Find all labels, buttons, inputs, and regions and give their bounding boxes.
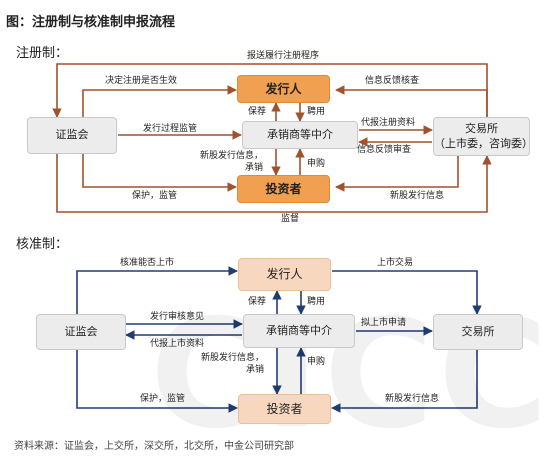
label-subscribe: 申购	[307, 159, 326, 169]
arrow-approve-listing	[76, 266, 238, 314]
registration-regulator-label: 证监会	[55, 128, 89, 142]
label-ipo-info-approval-line1: 新股发行信息，	[201, 353, 265, 363]
label-protect-approval: 保护，监管	[140, 394, 186, 404]
arrow-bottom-loop	[56, 154, 492, 213]
registration-investor-label: 投资者	[265, 181, 302, 196]
approval-issuer-label: 发行人	[266, 267, 303, 282]
registration-underwriter-node: 承销商等中介	[242, 121, 358, 149]
registration-issuer-node: 发行人	[237, 75, 330, 103]
arrow-ipo-info-exchange-approval	[331, 350, 478, 413]
label-top-loop: 报送履行注册程序	[247, 51, 320, 61]
approval-underwriter-node: 承销商等中介	[243, 314, 355, 348]
label-bottom-loop: 监督	[281, 214, 300, 224]
label-recommend-approval: 保荐	[248, 297, 267, 307]
arrow-protect-approval	[76, 350, 238, 413]
arrow-ipo-info-exchange	[335, 156, 459, 192]
approval-exchange-node: 交易所	[433, 314, 523, 350]
label-ipo-info-approval: 新股发行信息， 承销	[201, 353, 264, 376]
label-recommend: 保荐	[248, 107, 267, 117]
approval-regulator-node: 证监会	[36, 314, 126, 350]
registration-exchange-node: 交易所 （上市委，咨询委）	[433, 117, 533, 156]
label-ipo-info-exchange: 新股发行信息	[390, 191, 445, 201]
approval-underwriter-label: 承销商等中介	[266, 323, 332, 337]
label-submit-docs: 代报注册资料	[361, 118, 416, 128]
label-submit-listing-docs: 代报上市资料	[150, 339, 205, 349]
approval-investor-label: 投资者	[266, 401, 303, 416]
label-ipo-info-approval-line2: 承销	[246, 364, 265, 375]
label-ipo-info-line1: 新股发行信息，	[200, 151, 264, 161]
label-listing-trade: 上市交易	[377, 258, 414, 268]
label-review-opinion: 发行审核意见	[150, 312, 205, 322]
arrow-feedback-review	[335, 85, 488, 117]
label-ipo-info-exchange-approval: 新股发行信息	[385, 394, 440, 404]
registration-issuer-label: 发行人	[265, 81, 302, 96]
approval-investor-node: 投资者	[238, 394, 331, 424]
arrow-decide	[82, 85, 237, 117]
label-ipo-info-line2: 承销	[245, 162, 264, 173]
arrow-listing-trade	[332, 270, 482, 315]
approval-section-title: 核准制：	[16, 237, 69, 252]
registration-investor-node: 投资者	[237, 175, 330, 203]
source-note: 资料来源：证监会，上交所，深交所，北交所，中金公司研究部	[14, 441, 294, 452]
label-protect: 保护，监管	[132, 191, 178, 201]
registration-regulator-node: 证监会	[27, 117, 117, 154]
label-ipo-info: 新股发行信息， 承销	[200, 151, 263, 174]
label-supervise-process: 发行过程监管	[143, 124, 198, 134]
label-approve-listing: 核准能否上市	[120, 258, 175, 268]
label-hire-approval: 聘用	[307, 297, 326, 307]
label-decide: 决定注册是否生效	[105, 76, 178, 86]
label-apply-listing: 拟上市申请	[361, 318, 407, 328]
approval-issuer-node: 发行人	[238, 258, 331, 291]
label-hire: 聘用	[307, 107, 326, 117]
registration-section-title: 注册制：	[16, 46, 69, 61]
label-subscribe-approval: 申购	[307, 357, 326, 367]
label-feedback-review: 信息反馈核查	[365, 76, 420, 86]
label-feedback-audit: 信息反馈审查	[357, 145, 412, 155]
registration-exchange-sublabel: （上市委，咨询委）	[434, 136, 533, 150]
registration-exchange-label: 交易所	[465, 121, 498, 135]
approval-exchange-label: 交易所	[461, 324, 495, 338]
approval-regulator-label: 证监会	[64, 324, 98, 338]
arrow-protect	[82, 154, 237, 192]
page-title: 图：注册制与核准制申报流程	[6, 15, 176, 30]
registration-underwriter-label: 承销商等中介	[267, 127, 333, 141]
